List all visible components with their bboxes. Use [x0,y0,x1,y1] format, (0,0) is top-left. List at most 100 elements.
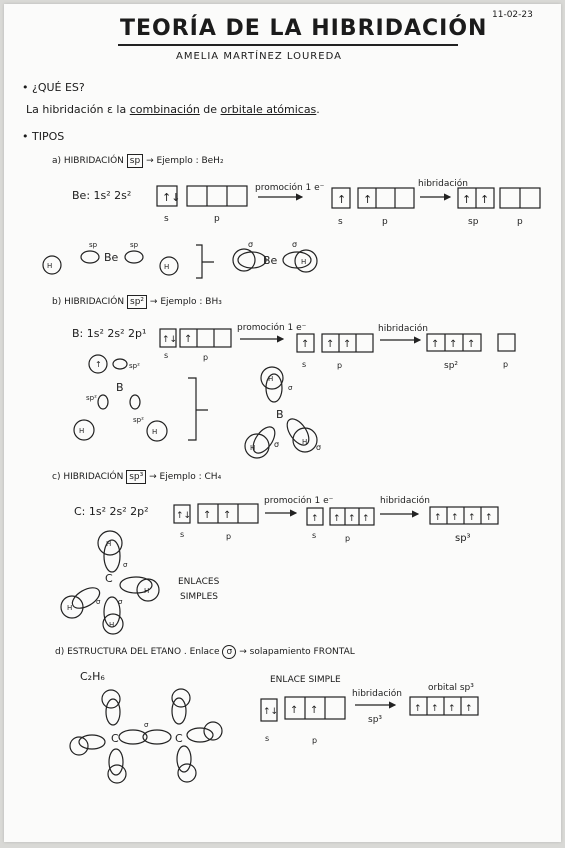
c-box-s-arrows: ↑↓ [176,511,191,521]
c-box-p1: ↑ [203,510,211,521]
b-hybridization-label: hibridación [378,323,428,334]
c-h-left: H [67,604,72,612]
definition-start: La hibridación ε la [26,103,127,116]
b-sigma-right: σ [316,443,321,452]
a-hybrid-1: ↑ [462,193,471,206]
b-sp2-left: sp² [86,394,97,402]
a-sp-tag-left: sp [89,241,98,249]
d-hybrid-2: ↑ [431,704,439,714]
section-b-promoted-boxes: ↑ ↑ ↑ s p [296,333,374,370]
d-label-s: s [265,734,269,743]
beh2-separate-orbitals: H Be H sp sp [42,241,179,276]
section-a-arrow: → [146,156,154,166]
section-c-config: C: 1s² 2s² 2p² [74,505,149,518]
ethane-formula: C₂H₆ [80,670,105,683]
question-heading: • ¿QUÉ ES? [22,81,85,94]
b-box-s-arrows: ↑↓ [162,335,177,345]
section-d-heading: d) ESTRUCTURA DEL ETANO . Enlace σ → sol… [55,645,355,659]
notebook-page [4,4,561,842]
definition-combination: combinación [129,103,200,116]
definition-text: La hibridación ε la combinación de orbit… [26,104,320,115]
definition-orbitals: orbitale atómicas [220,103,317,116]
author-name: AMELIA MARTÍNEZ LOUREDA [176,51,342,62]
a-hybrid-2: ↑ [480,193,489,206]
c-label-p: p [226,532,231,541]
section-a-type: sp [126,154,144,168]
a-sigma-left: σ [248,240,253,249]
section-c-heading: c) HIBRIDACIÓN sp³ → Ejemplo : CH₄ [52,470,221,484]
c-hybrid-1: ↑ [434,513,442,523]
c-box-p2: ↑ [223,510,231,521]
ethane-orbitals: C C σ [69,688,223,784]
section-a-example: Ejemplo : BeH₂ [156,156,224,166]
section-c-promoted-boxes: ↑ ↑ ↑ ↑ s p [306,507,375,543]
section-b-example: Ejemplo : BH₃ [160,297,222,307]
b-promoted-p1: ↑ [326,339,334,350]
section-c-type: sp³ [126,470,147,484]
section-d-heading-text: d) ESTRUCTURA DEL ETANO . Enlace [55,647,220,657]
section-a-heading: a) HIBRIDACIÓN sp → Ejemplo : BeH₂ [52,154,224,168]
a-promotion-label: promoción 1 e⁻ [255,182,325,193]
b-hybrid-label-p: p [503,360,508,369]
d-label-p: p [312,736,317,745]
a-bracket [196,244,214,279]
a-sp-tag-right: sp [130,241,139,249]
section-d-overlap: → solapamiento FRONTAL [239,647,355,657]
b-hybrid-1: ↑ [431,339,439,350]
section-a-ground-boxes: ↑↓ s p [156,185,248,224]
b-hybrid-2: ↑ [449,339,457,350]
a-label-s: s [164,214,169,224]
b-h-bonded-top: H [268,375,273,383]
single-bond-label: ENLACE SIMPLE [270,675,341,685]
c-promotion-label: promoción 1 e⁻ [264,495,334,506]
b-label-p: p [203,353,208,362]
single-bonds-label-1: ENLACES [178,577,220,587]
section-a-promoted-boxes: ↑ ↑ s p [331,187,415,227]
section-d-hybrid-boxes: ↑ ↑ ↑ ↑ [409,696,479,716]
a-label-p: p [214,214,220,224]
section-a-hybrid-boxes: ↑ ↑ sp p [457,187,541,227]
a-box-s-arrows: ↑↓ [162,191,180,204]
types-heading: • TIPOS [22,130,65,143]
b-bracket [188,377,208,441]
b-box-p-arrow: ↑ [184,334,192,345]
section-b-ground-boxes: ↑↓ ↑ s p [159,328,232,362]
c-promoted-label-p: p [345,534,350,543]
b-promoted-label-s: s [302,360,306,369]
c-promoted-p2: ↑ [348,514,356,524]
b-promoted-p2: ↑ [343,339,351,350]
a-hybrid-label-p: p [517,217,523,227]
bh3-bonded-orbitals: H σ B H H σ σ [244,366,321,459]
b-h-right: H [152,428,157,436]
d-hybrid-3: ↑ [448,704,456,714]
d-c-right: C [175,732,183,745]
section-b-prefix: b) HIBRIDACIÓN [52,297,125,307]
page-title: TEORÍA DE LA HIBRIDACIÓN [120,16,488,41]
c-hybridization-label: hibridación [380,495,430,506]
b-label-s: s [164,351,168,360]
ch4-orbitals: H C H H H σ σ σ [60,530,160,635]
d-box-p1: ↑ [290,705,298,716]
a-promoted-label-s: s [338,217,343,227]
b-h-left: H [79,427,84,435]
c-hybrid-4: ↑ [485,513,493,523]
bh3-separate-orbitals: ↑ sp² B sp² sp² H H [73,354,168,442]
section-c-hybrid-boxes: ↑ ↑ ↑ ↑ sp³ [429,506,499,544]
b-sp2-right: sp² [133,416,144,424]
d-c-left: C [111,732,119,745]
definition-of: de [203,103,218,116]
a-h-left: H [47,262,52,270]
c-promoted-label-s: s [312,531,316,540]
c-h-right: H [144,587,149,595]
a-be-bonded: Be [263,254,278,267]
c-h-top: H [106,540,111,548]
d-box-p2: ↑ [310,705,318,716]
definition-period: . [316,103,320,116]
section-a-config: Be: 1s² 2s² [72,189,132,202]
b-h-top-arrow: ↑ [95,360,102,369]
section-c-ground-boxes: ↑↓ ↑ ↑ s p [173,503,259,541]
d-orbital-label: orbital sp³ [428,683,474,693]
c-promoted-s: ↑ [311,514,319,524]
d-box-s-arrows: ↑↓ [263,707,278,717]
a-h-right: H [164,263,169,271]
